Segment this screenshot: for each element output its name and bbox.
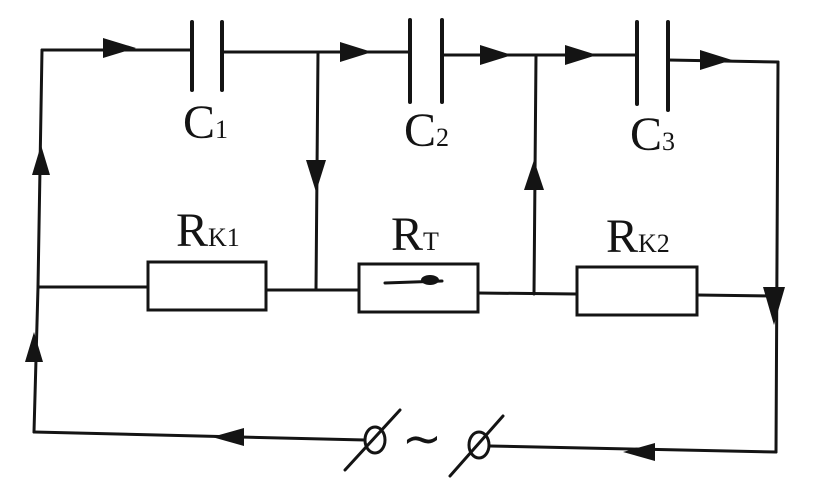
resistor-rk2 bbox=[575, 265, 699, 317]
wire-bottom-left bbox=[32, 430, 367, 442]
arrow-down-icon bbox=[306, 160, 326, 192]
label-rk1: RK1 bbox=[176, 204, 240, 257]
capacitor-c2 bbox=[408, 18, 444, 104]
thermistor-marker-icon bbox=[383, 275, 444, 285]
resistor-rk1 bbox=[146, 260, 268, 312]
arrow-left-icon bbox=[623, 443, 655, 461]
arrow-right-icon bbox=[565, 45, 597, 65]
label-c3: C3 bbox=[630, 108, 675, 161]
arrow-right-icon bbox=[340, 42, 372, 62]
wire-bottom-right bbox=[488, 444, 778, 454]
wire-resistor-right bbox=[695, 293, 778, 298]
label-rk2: RK2 bbox=[606, 210, 670, 263]
arrow-up-icon bbox=[25, 332, 43, 362]
arrow-up-icon bbox=[32, 145, 50, 175]
resistor-branch bbox=[36, 260, 778, 317]
wire-rt-rk2 bbox=[476, 291, 579, 296]
capacitor-c3 bbox=[635, 20, 670, 112]
label-c2: C2 bbox=[404, 104, 449, 157]
label-c1: C1 bbox=[183, 96, 228, 149]
top-branch bbox=[40, 18, 780, 112]
terminal-right-icon bbox=[448, 414, 505, 478]
arrow-right-icon bbox=[103, 38, 136, 58]
arrow-up-icon bbox=[524, 160, 544, 190]
arrow-down-icon bbox=[763, 287, 785, 325]
resistor-rt bbox=[357, 262, 480, 314]
wire-right bbox=[774, 60, 780, 454]
arrow-right-icon bbox=[480, 45, 512, 65]
ac-source-symbol: ∼ bbox=[402, 413, 442, 466]
arrow-right-icon bbox=[700, 50, 732, 70]
label-rt: RT bbox=[391, 208, 439, 261]
arrow-left-icon bbox=[212, 428, 244, 446]
source-branch: ∼ bbox=[32, 408, 778, 478]
terminal-left-icon bbox=[343, 408, 402, 472]
capacitor-c1 bbox=[190, 20, 224, 92]
